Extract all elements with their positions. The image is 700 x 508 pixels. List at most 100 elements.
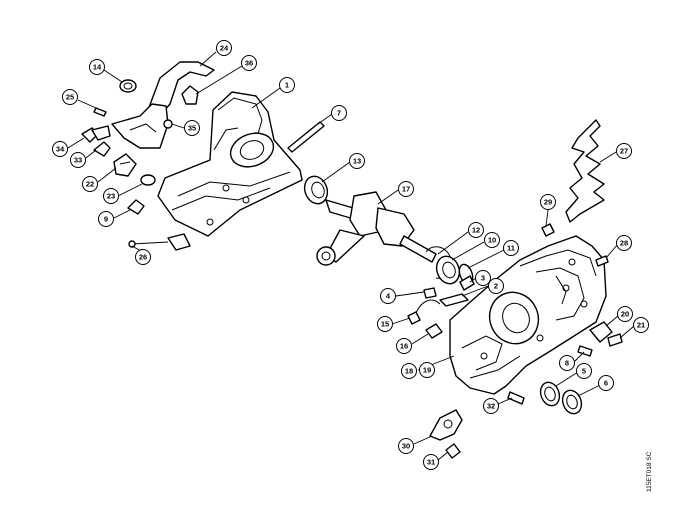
svg-text:15: 15 bbox=[381, 320, 389, 329]
callout-33: 33 bbox=[70, 152, 86, 168]
callout-32: 32 bbox=[483, 398, 499, 414]
part-30 bbox=[429, 409, 463, 441]
svg-text:23: 23 bbox=[107, 192, 115, 201]
part-31 bbox=[445, 443, 461, 459]
svg-text:14: 14 bbox=[93, 63, 102, 72]
leader-lines bbox=[67, 51, 635, 461]
svg-text:2: 2 bbox=[494, 282, 498, 291]
callout-12: 12 bbox=[468, 222, 484, 238]
callout-8: 8 bbox=[559, 355, 575, 371]
callout-3: 3 bbox=[475, 270, 491, 286]
part-23 bbox=[140, 174, 156, 186]
callout-19: 19 bbox=[419, 362, 435, 378]
part-22 bbox=[113, 153, 137, 177]
svg-text:6: 6 bbox=[604, 379, 608, 388]
callout-28: 28 bbox=[616, 235, 632, 251]
callout-29: 29 bbox=[540, 194, 556, 210]
svg-text:3: 3 bbox=[481, 274, 485, 283]
svg-text:22: 22 bbox=[86, 180, 94, 189]
reference-code: 115ET018 SC bbox=[646, 451, 653, 492]
callout-26: 26 bbox=[135, 249, 151, 265]
svg-text:24: 24 bbox=[220, 44, 229, 53]
callout-5: 5 bbox=[576, 363, 592, 379]
callout-23: 23 bbox=[103, 188, 119, 204]
callout-15: 15 bbox=[377, 316, 393, 332]
part-34 bbox=[81, 125, 111, 143]
callout-11: 11 bbox=[503, 240, 519, 256]
part-3 bbox=[459, 275, 475, 291]
svg-text:21: 21 bbox=[637, 321, 645, 330]
svg-text:1: 1 bbox=[285, 81, 289, 90]
part-4 bbox=[423, 287, 437, 299]
svg-text:35: 35 bbox=[188, 124, 196, 133]
callout-36: 36 bbox=[241, 55, 257, 71]
crankcase-left-half bbox=[157, 91, 303, 237]
part-2 bbox=[439, 293, 469, 307]
callout-31: 31 bbox=[423, 454, 439, 470]
svg-text:27: 27 bbox=[620, 147, 628, 156]
svg-text:26: 26 bbox=[139, 253, 147, 262]
part-7 bbox=[287, 121, 325, 153]
callout-27: 27 bbox=[616, 143, 632, 159]
svg-text:16: 16 bbox=[400, 342, 408, 351]
callout-9: 9 bbox=[98, 211, 114, 227]
svg-text:36: 36 bbox=[245, 59, 253, 68]
callout-20: 20 bbox=[617, 306, 633, 322]
svg-text:7: 7 bbox=[337, 109, 341, 118]
part-27 bbox=[565, 119, 605, 223]
callout-25: 25 bbox=[62, 89, 78, 105]
part-33 bbox=[93, 141, 111, 157]
callout-35: 35 bbox=[184, 120, 200, 136]
svg-text:20: 20 bbox=[621, 310, 629, 319]
part-28 bbox=[595, 255, 609, 267]
svg-text:5: 5 bbox=[582, 367, 586, 376]
part-36 bbox=[181, 85, 199, 105]
svg-text:28: 28 bbox=[620, 239, 628, 248]
part-13 bbox=[303, 175, 329, 205]
part-8 bbox=[577, 345, 593, 357]
part-6 bbox=[561, 389, 583, 415]
part-5 bbox=[539, 381, 561, 407]
callout-34: 34 bbox=[52, 141, 68, 157]
cover-part-24 bbox=[111, 61, 215, 149]
part-25 bbox=[93, 107, 107, 117]
callout-6: 6 bbox=[598, 375, 614, 391]
callout-4: 4 bbox=[380, 288, 396, 304]
svg-text:13: 13 bbox=[353, 157, 361, 166]
part-32 bbox=[507, 391, 525, 405]
svg-text:25: 25 bbox=[66, 93, 74, 102]
svg-text:18: 18 bbox=[405, 367, 413, 376]
svg-text:19: 19 bbox=[423, 366, 431, 375]
svg-text:8: 8 bbox=[565, 359, 569, 368]
callout-30: 30 bbox=[398, 438, 414, 454]
callout-10: 10 bbox=[484, 232, 500, 248]
callout-24: 24 bbox=[216, 40, 232, 56]
callout-16: 16 bbox=[396, 338, 412, 354]
svg-text:17: 17 bbox=[402, 185, 410, 194]
callout-17: 17 bbox=[398, 181, 414, 197]
callout-7: 7 bbox=[331, 105, 347, 121]
svg-text:31: 31 bbox=[427, 458, 435, 467]
svg-text:11: 11 bbox=[507, 244, 515, 253]
part-35 bbox=[163, 119, 173, 129]
svg-text:29: 29 bbox=[544, 198, 552, 207]
part-26 bbox=[128, 233, 191, 251]
crankcase-right-half bbox=[449, 235, 607, 395]
part-9 bbox=[127, 199, 145, 215]
part-16 bbox=[425, 323, 443, 339]
part-14 bbox=[119, 79, 137, 93]
svg-text:30: 30 bbox=[402, 442, 410, 451]
svg-text:10: 10 bbox=[488, 236, 496, 245]
callout-18: 18 bbox=[401, 363, 417, 379]
svg-text:4: 4 bbox=[386, 292, 391, 301]
part-10 bbox=[435, 255, 461, 285]
part-21 bbox=[607, 333, 623, 347]
callout-13: 13 bbox=[349, 153, 365, 169]
callout-22: 22 bbox=[82, 176, 98, 192]
svg-text:33: 33 bbox=[74, 156, 82, 165]
svg-text:32: 32 bbox=[487, 402, 495, 411]
part-15 bbox=[407, 299, 441, 325]
part-29 bbox=[541, 223, 555, 237]
part-20 bbox=[589, 321, 613, 343]
